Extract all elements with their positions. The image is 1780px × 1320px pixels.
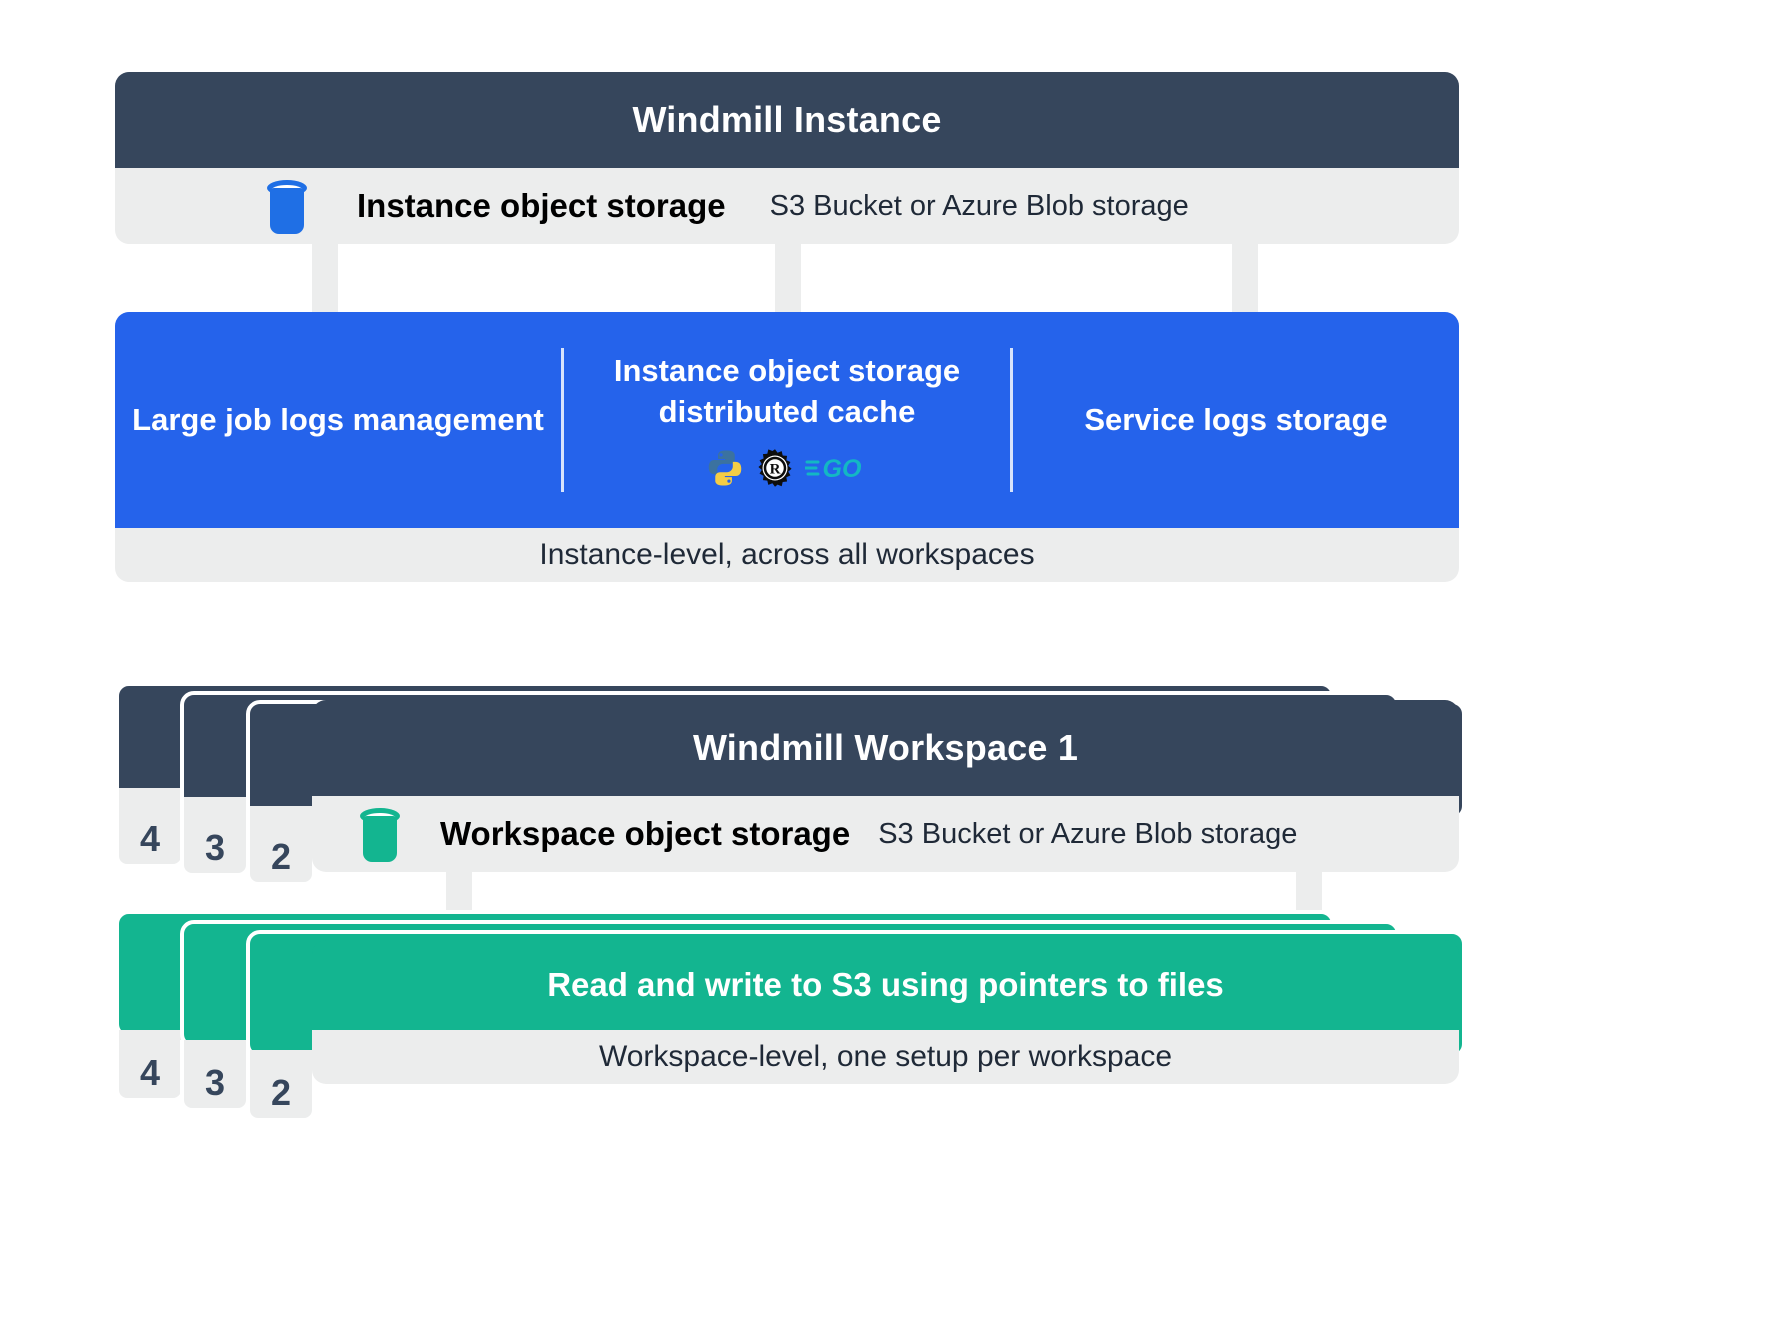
stack-number-label: 4 <box>139 818 161 859</box>
workspace-storage-label: Workspace object storage <box>440 815 851 852</box>
stack-number-label: 2 <box>270 1072 292 1113</box>
workspace-stack-number-3: 3 <box>180 797 250 877</box>
workspace-stack-number-2: 2 <box>246 806 316 886</box>
bucket-icon <box>358 806 402 862</box>
instance-storage-band: Instance object storage S3 Bucket or Azu… <box>115 168 1459 244</box>
divider-2 <box>1010 348 1013 492</box>
feature-service-logs: Service logs storage <box>1013 312 1459 528</box>
connector-line-2 <box>775 244 801 322</box>
stack-number-label: 2 <box>270 836 292 877</box>
feature-label: Service logs storage <box>1084 401 1388 437</box>
svg-text:R: R <box>770 462 781 478</box>
stack-number-label: 3 <box>204 827 226 868</box>
instance-footer: Instance-level, across all workspaces <box>115 528 1459 582</box>
instance-features-panel: Large job logs management Instance objec… <box>115 312 1459 528</box>
green-stack-number-4: 4 <box>115 1030 185 1102</box>
instance-title: Windmill Instance <box>115 72 1459 168</box>
workspace-stack-number-4: 4 <box>115 788 185 868</box>
feature-large-job-logs: Large job logs management <box>115 312 561 528</box>
divider-1 <box>561 348 564 492</box>
stack-number-label: 4 <box>139 1052 161 1093</box>
workspace-title: Windmill Workspace 1 <box>312 700 1459 796</box>
workspace-s3-panel: Read and write to S3 using pointers to f… <box>312 940 1459 1030</box>
go-icon: GO <box>805 455 862 483</box>
green-stack-number-2: 2 <box>246 1050 316 1122</box>
connector-line-1 <box>312 244 338 322</box>
feature-distributed-cache: Instance object storage distributed cach… <box>564 312 1010 528</box>
instance-storage-label: Instance object storage <box>357 187 726 224</box>
feature-label: Large job logs management <box>132 401 544 437</box>
workspace-storage-band: Workspace object storage S3 Bucket or Az… <box>312 796 1459 872</box>
instance-storage-sublabel: S3 Bucket or Azure Blob storage <box>769 189 1189 222</box>
language-icons: R GO <box>705 447 869 489</box>
workspace-footer: Workspace-level, one setup per workspace <box>312 1030 1459 1084</box>
svg-text:GO: GO <box>823 455 862 483</box>
bucket-icon <box>265 178 309 234</box>
rust-icon: R <box>758 449 792 487</box>
python-icon <box>708 450 742 486</box>
feature-label: Instance object storage distributed cach… <box>613 353 961 429</box>
stack-number-label: 3 <box>204 1062 226 1103</box>
green-stack-number-3: 3 <box>180 1040 250 1112</box>
connector-line-3 <box>1232 244 1258 322</box>
workspace-storage-sublabel: S3 Bucket or Azure Blob storage <box>878 817 1298 850</box>
